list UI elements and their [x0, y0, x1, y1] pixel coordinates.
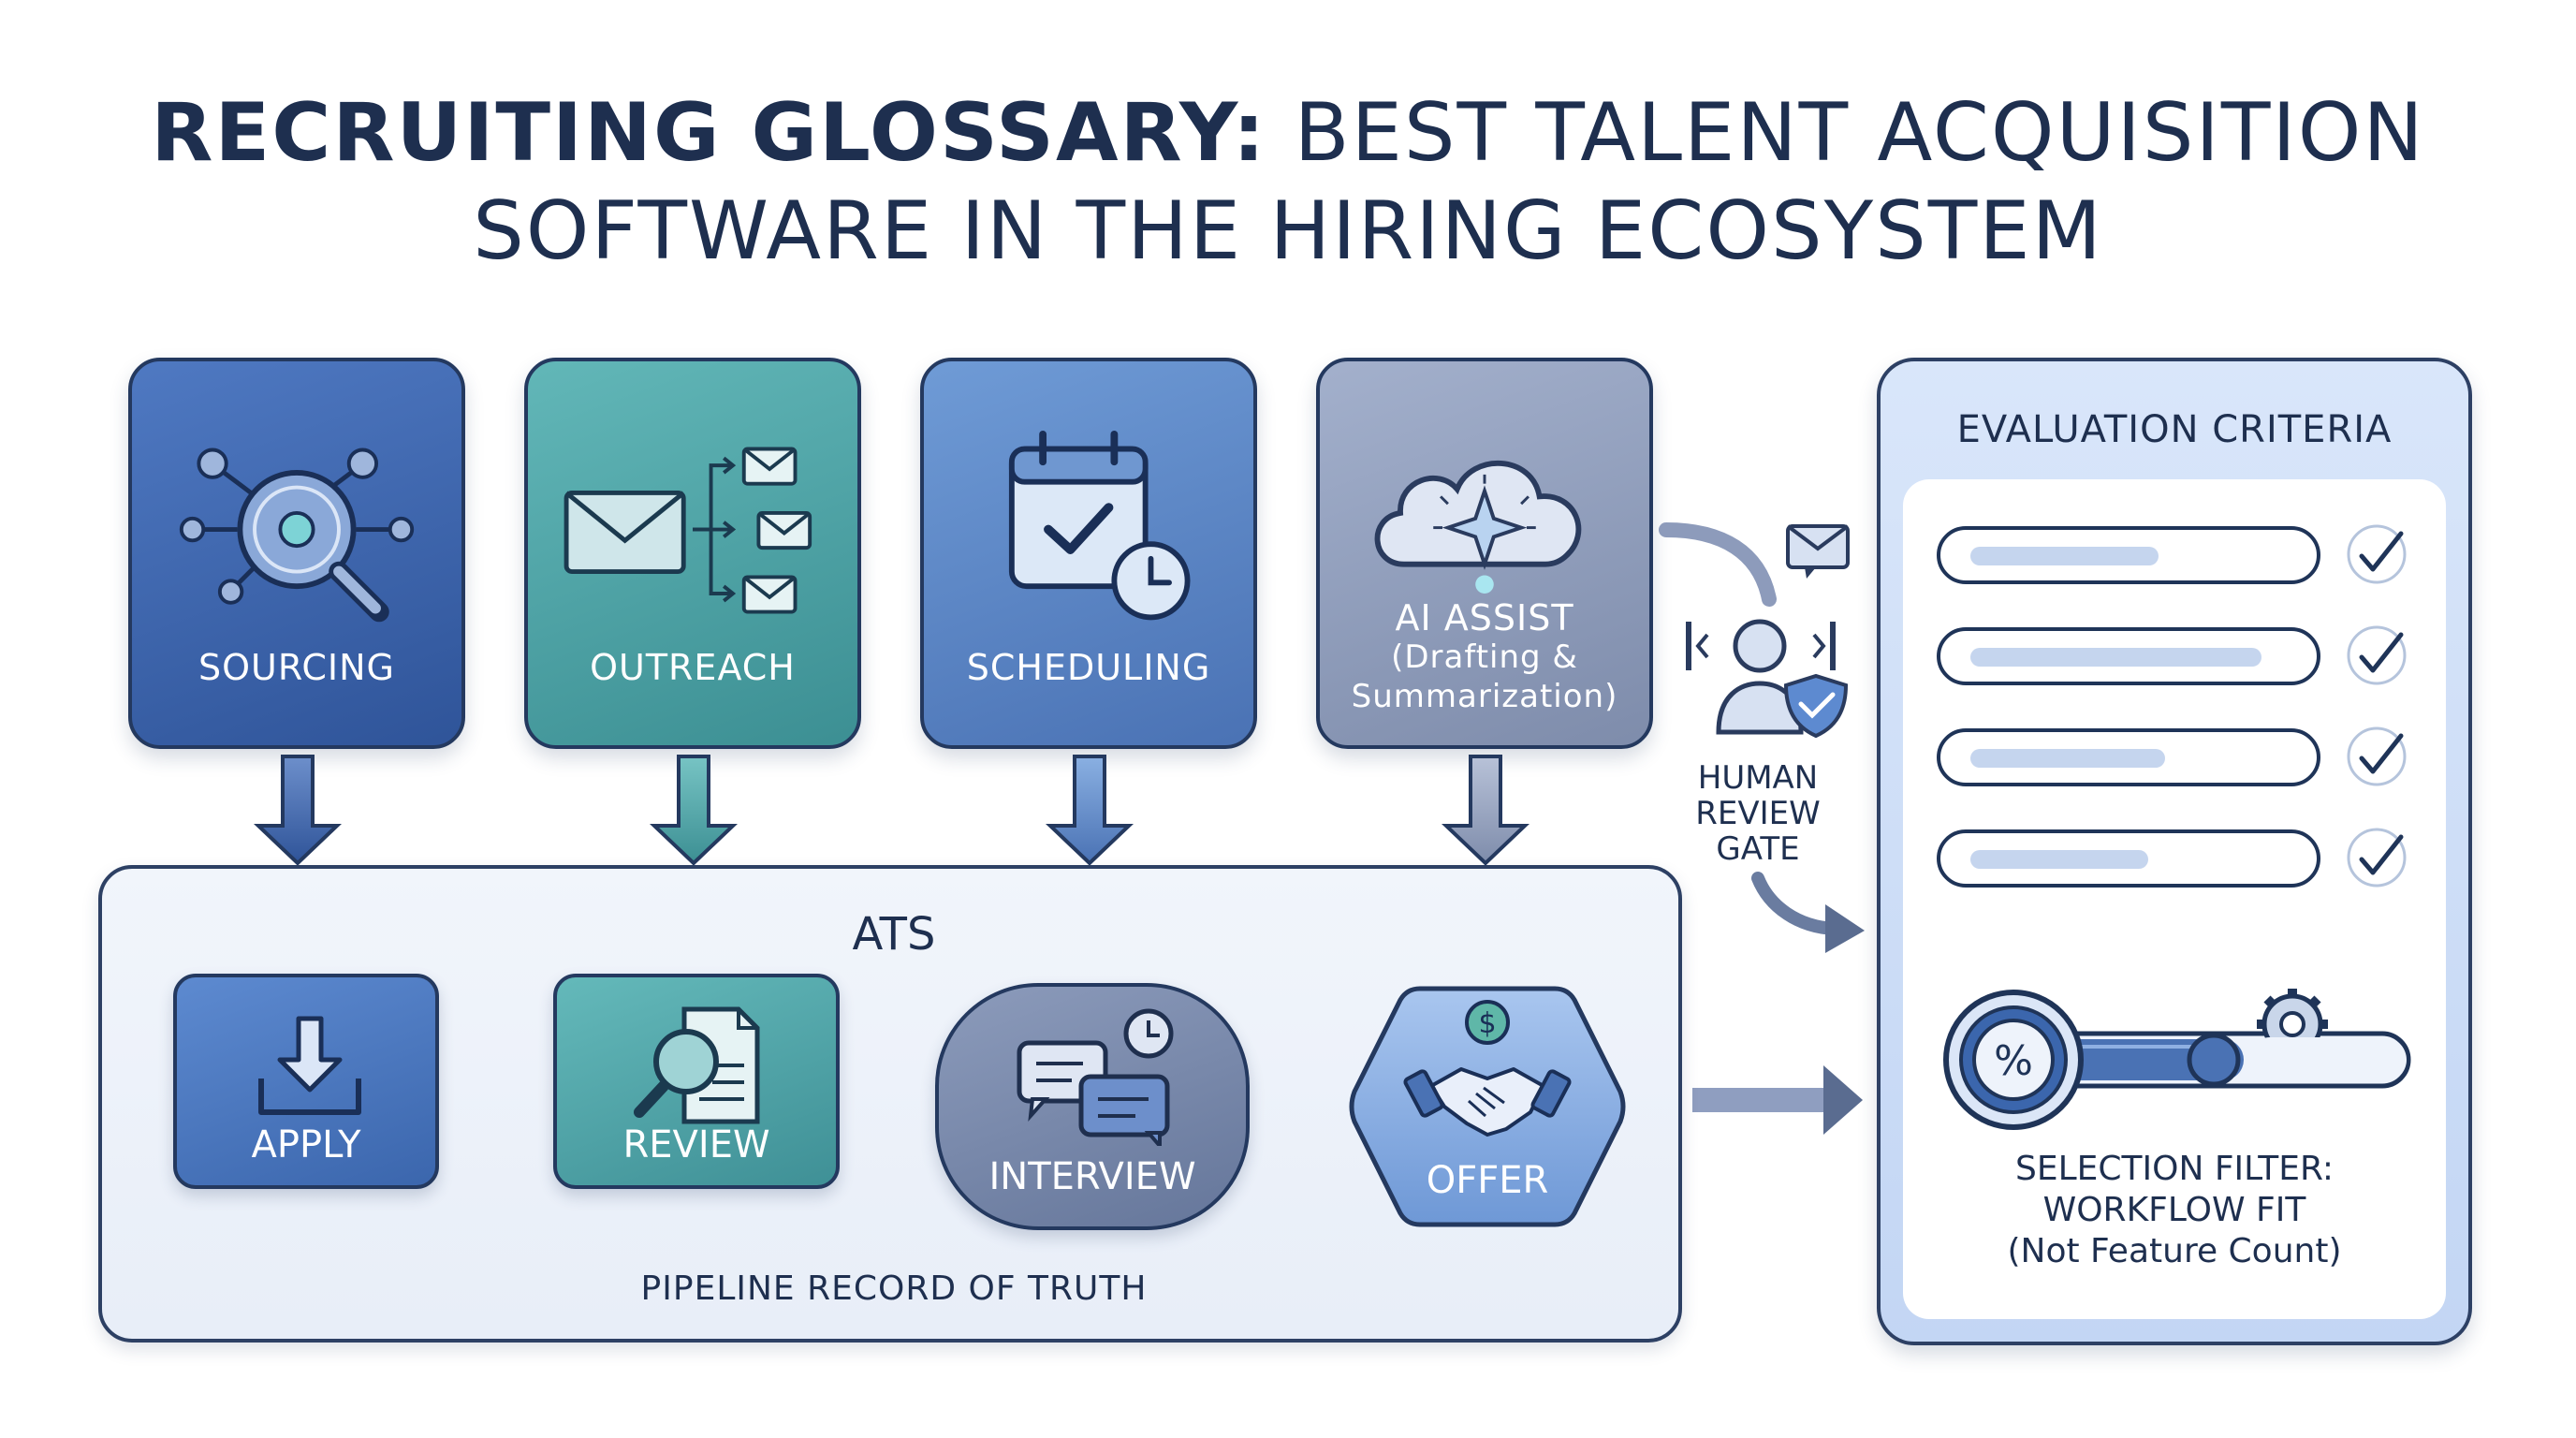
selection-filter-line-1: SELECTION FILTER: [2014, 1150, 2334, 1188]
human-review-line-2: REVIEW [1695, 795, 1821, 832]
sourcing-label: SOURCING [198, 647, 395, 688]
check-circle-icon [2347, 828, 2407, 888]
down-arrow-sourcing [254, 755, 342, 866]
ats-title: ATS [852, 908, 936, 961]
criterion-fill [1970, 850, 2148, 869]
svg-text:%: % [1994, 1037, 2033, 1085]
sourcing-box[interactable]: SOURCING [128, 358, 465, 749]
svg-text:$: $ [1478, 1007, 1496, 1040]
check-circle-icon [2347, 625, 2407, 685]
email-broadcast-icon [564, 447, 812, 614]
stage-apply[interactable]: APPLY [173, 974, 439, 1189]
evaluation-title: EVALUATION CRITERIA [1956, 408, 2393, 451]
outreach-label: OUTREACH [590, 647, 796, 688]
criterion-fill [1970, 749, 2165, 768]
outreach-box[interactable]: OUTREACH [524, 358, 861, 749]
criterion-bar [1937, 526, 2320, 584]
selection-filter-line-3: (Not Feature Count) [2007, 1232, 2342, 1270]
stage-apply-label: APPLY [251, 1123, 361, 1167]
download-icon [258, 1016, 361, 1115]
document-search-icon [634, 1006, 760, 1124]
evaluation-card: % SELECTION FILTER: WORKFLOW FIT (Not Fe… [1903, 479, 2446, 1319]
ats-footer: PIPELINE RECORD OF TRUTH [640, 1269, 1148, 1308]
ai-assist-sub-2: Summarization) [1351, 678, 1618, 715]
criterion-bar [1937, 829, 2320, 888]
ai-cloud-sparkle-icon [1374, 460, 1582, 594]
down-arrow-scheduling [1046, 755, 1134, 866]
stage-offer[interactable]: $ OFFER [1347, 983, 1628, 1230]
selection-filter-line-2: WORKFLOW FIT [2042, 1191, 2306, 1229]
criteria-checkmarks [2347, 524, 2407, 888]
scheduling-label: SCHEDULING [966, 647, 1211, 688]
ai-assist-label: AI ASSIST [1395, 597, 1574, 638]
ats-to-eval-arrowhead [1823, 1065, 1863, 1135]
ai-assist-sub-1: (Drafting & [1391, 638, 1578, 676]
stage-interview-label: INTERVIEW [988, 1155, 1196, 1198]
check-circle-icon [2347, 726, 2407, 786]
stage-review[interactable]: REVIEW [553, 974, 840, 1189]
title-line-1: RECRUITING GLOSSARY: BEST TALENT ACQUISI… [0, 86, 2576, 180]
title-rest-part: BEST TALENT ACQUISITION [1266, 86, 2425, 180]
selection-filter-slider[interactable]: % [1940, 976, 2427, 1144]
curve-to-evaluation [1751, 872, 1841, 935]
scheduling-box[interactable]: SCHEDULING [920, 358, 1257, 749]
human-review-line-3: GATE [1716, 830, 1800, 868]
ai-assist-box[interactable]: AI ASSIST (Drafting & Summarization) [1316, 358, 1653, 749]
human-review-line-1: HUMAN [1697, 759, 1819, 797]
check-circle-icon [2347, 524, 2407, 584]
stage-offer-label: OFFER [1427, 1159, 1549, 1202]
criterion-fill [1970, 648, 2261, 667]
stage-review-label: REVIEW [622, 1123, 770, 1167]
network-search-icon [179, 448, 415, 623]
evaluation-panel: EVALUATION CRITERIA [1877, 358, 2472, 1345]
criterion-bar [1937, 728, 2320, 786]
criterion-bar [1937, 627, 2320, 685]
chat-clock-icon [1017, 1008, 1174, 1146]
stage-interview[interactable]: INTERVIEW [935, 983, 1250, 1230]
title-line-2: SOFTWARE IN THE HIRING ECOSYSTEM [473, 184, 2103, 278]
ats-to-eval-arrow-shaft [1692, 1088, 1833, 1112]
human-review-gate-icon [1686, 524, 1850, 739]
calendar-clock-icon [1008, 430, 1191, 621]
down-arrow-outreach [650, 755, 738, 866]
down-arrow-ai-assist [1442, 755, 1530, 866]
handshake-money-icon: $ [1403, 1000, 1572, 1137]
title-bold-part: RECRUITING GLOSSARY: [151, 86, 1267, 180]
ats-container: ATS APPLY REVIEW INTE [98, 865, 1682, 1343]
curve-arrowhead [1825, 904, 1865, 953]
criterion-fill [1970, 547, 2159, 565]
